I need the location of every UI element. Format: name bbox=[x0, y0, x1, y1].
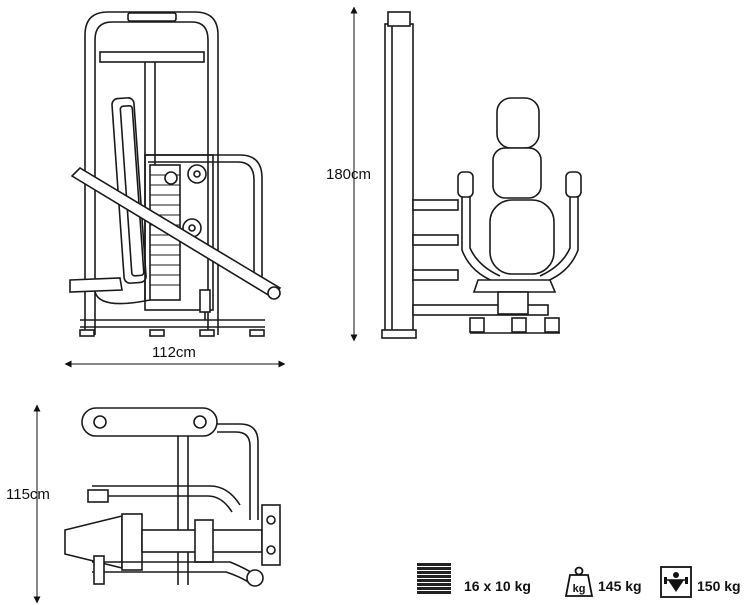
width-label: 112cm bbox=[152, 344, 196, 361]
depth-label: 115cm bbox=[6, 486, 50, 503]
side-view-drawing bbox=[381, 11, 582, 339]
machine-weight-label: 145 kg bbox=[598, 578, 642, 594]
front-view-drawing bbox=[69, 11, 282, 337]
height-label: 180cm bbox=[326, 166, 372, 183]
stack-weight-label: 16 x 10 kg bbox=[464, 578, 531, 594]
max-load-label: 150 kg bbox=[697, 578, 741, 594]
max-load-icon bbox=[660, 566, 692, 598]
weight-stack-icon bbox=[417, 563, 451, 594]
kg-weight-icon: kg bbox=[564, 566, 594, 597]
top-view-drawing bbox=[64, 407, 281, 587]
svg-text:kg: kg bbox=[573, 583, 586, 595]
